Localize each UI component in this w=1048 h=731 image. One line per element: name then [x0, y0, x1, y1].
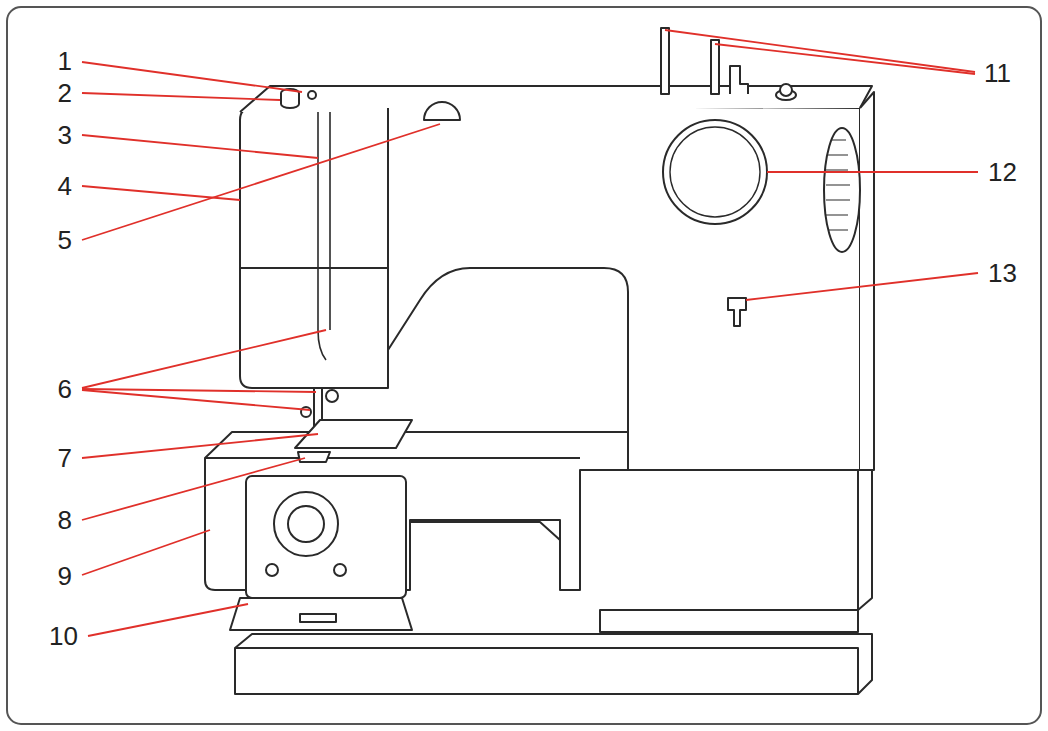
- callout-number: 2: [58, 80, 72, 106]
- right-side: [860, 92, 874, 470]
- top-surface: [240, 86, 872, 112]
- spool-pin: [661, 28, 669, 94]
- leader-line: [88, 604, 248, 636]
- base-block: [570, 470, 872, 610]
- leader-line: [82, 124, 440, 240]
- race-screw: [334, 564, 346, 576]
- callout-number: 7: [58, 445, 72, 471]
- bobbin-case: [288, 506, 324, 542]
- face-plate-seam: [240, 267, 388, 269]
- leader-line: [82, 186, 240, 200]
- presser-foot: [298, 452, 330, 462]
- thread-guide: [318, 112, 330, 360]
- callout-number: 1: [58, 48, 72, 74]
- dial: [663, 120, 767, 224]
- winder-knob: [780, 84, 792, 96]
- race-screw: [266, 564, 278, 576]
- leader-line: [746, 273, 978, 300]
- needle-clamp-screw: [326, 390, 338, 402]
- callout-number: 3: [58, 122, 72, 148]
- tension-knob: [281, 93, 299, 108]
- callout-number: 10: [49, 623, 78, 649]
- leader-line: [82, 330, 326, 388]
- hook-door: [230, 598, 412, 630]
- leader-line: [715, 44, 975, 74]
- callout-number: 5: [58, 227, 72, 253]
- callout-number: 12: [988, 159, 1017, 185]
- bed-edge: [205, 457, 580, 459]
- door-tab: [300, 614, 336, 622]
- leader-line: [82, 458, 305, 520]
- leader-line: [82, 62, 302, 92]
- leader-line: [767, 171, 978, 173]
- callout-number: 8: [58, 507, 72, 533]
- callout-number: 13: [988, 260, 1017, 286]
- leader-line: [82, 135, 318, 158]
- handwheel: [824, 128, 860, 252]
- arm-slot: [410, 522, 560, 540]
- leader-line: [82, 389, 316, 392]
- callout-number: 11: [984, 60, 1011, 86]
- handwheel-knurl: [826, 140, 850, 230]
- spool-pin: [711, 40, 719, 94]
- leader-lines: [82, 30, 978, 636]
- callout-number: 9: [58, 563, 72, 589]
- base-foot: [600, 610, 858, 632]
- leader-line: [665, 30, 975, 72]
- hook-cavity: [246, 476, 406, 598]
- base-edge: [235, 648, 858, 694]
- take-up-cover: [424, 102, 460, 120]
- bobbin-winder: [730, 66, 748, 94]
- lever: [728, 298, 746, 326]
- leader-line: [82, 434, 318, 458]
- thread-guide-pin: [308, 91, 316, 99]
- frame: [7, 7, 1041, 724]
- face-plate-edge: [387, 108, 389, 350]
- hook-race: [274, 492, 338, 556]
- callout-number: 4: [58, 173, 72, 199]
- upper-arm: [240, 108, 860, 470]
- machine-body: [205, 28, 874, 694]
- leader-line: [82, 530, 210, 575]
- base-board: [235, 634, 872, 694]
- leader-line: [82, 93, 280, 100]
- leader-line: [82, 390, 310, 410]
- dial-inner: [670, 127, 760, 217]
- callout-number: 6: [58, 376, 72, 402]
